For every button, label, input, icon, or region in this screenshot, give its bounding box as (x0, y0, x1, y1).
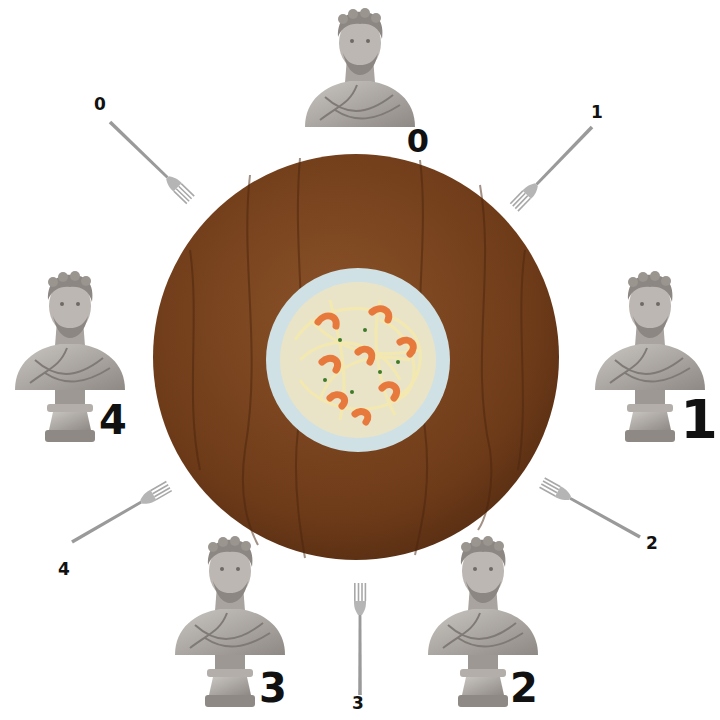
callout-number: 1 (680, 393, 718, 447)
callout-number: 2 (646, 535, 658, 552)
callout-number: 0 (407, 125, 429, 157)
callout-number: 1 (591, 104, 603, 121)
callout-number: 4 (58, 561, 70, 578)
callout-number: 0 (94, 96, 106, 113)
callout-number: 2 (510, 668, 538, 708)
callout-number: 3 (352, 695, 364, 712)
callout-number: 3 (259, 668, 287, 708)
callout-number: 4 (99, 400, 127, 440)
